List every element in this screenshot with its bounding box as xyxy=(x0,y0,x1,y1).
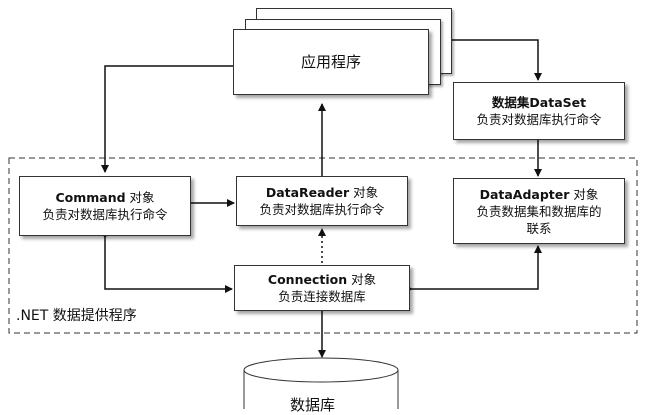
dataadapter-box: DataAdapter 对象 负责数据集和数据库的 联系 xyxy=(453,178,625,244)
dataadapter-desc-line2: 联系 xyxy=(526,220,552,236)
connection-desc: 负责连接数据库 xyxy=(278,289,366,304)
datareader-name: DataReader xyxy=(265,185,350,200)
dataset-desc: 负责对数据库执行命令 xyxy=(476,112,602,127)
database-cylinder xyxy=(243,357,399,409)
connection-box: Connection 对象 负责连接数据库 xyxy=(234,265,410,311)
dataadapter-suffix: 对象 xyxy=(569,186,599,202)
datareader-box: DataReader 对象 负责对数据库执行命令 xyxy=(236,176,408,226)
arrow-command-connection xyxy=(101,231,233,293)
command-box: Command 对象 负责对数据库执行命令 xyxy=(19,176,191,236)
provider-label: .NET 数据提供程序 xyxy=(16,308,137,324)
command-suffix: 对象 xyxy=(125,190,155,205)
dataset-box: 数据集DataSet 负责对数据库执行命令 xyxy=(453,82,625,140)
app-label: 应用程序 xyxy=(300,52,361,71)
dataadapter-name: DataAdapter xyxy=(479,186,570,202)
app-box: 应用程序 xyxy=(233,29,429,95)
arrow-app-dataset xyxy=(438,36,542,81)
arrow-connection-dataadapter xyxy=(405,245,542,293)
provider-region xyxy=(8,157,638,334)
dataset-name: 数据集DataSet xyxy=(491,95,587,110)
connection-name: Connection xyxy=(267,272,348,287)
command-desc: 负责对数据库执行命令 xyxy=(42,207,168,222)
arrow-app-command xyxy=(101,62,239,173)
datareader-desc: 负责对数据库执行命令 xyxy=(259,202,385,217)
database-label: 数据库 xyxy=(290,396,336,414)
datareader-suffix: 对象 xyxy=(349,185,379,200)
dataadapter-desc-line1: 负责数据集和数据库的 xyxy=(476,203,602,219)
connection-suffix: 对象 xyxy=(347,272,377,287)
command-name: Command xyxy=(55,190,126,205)
